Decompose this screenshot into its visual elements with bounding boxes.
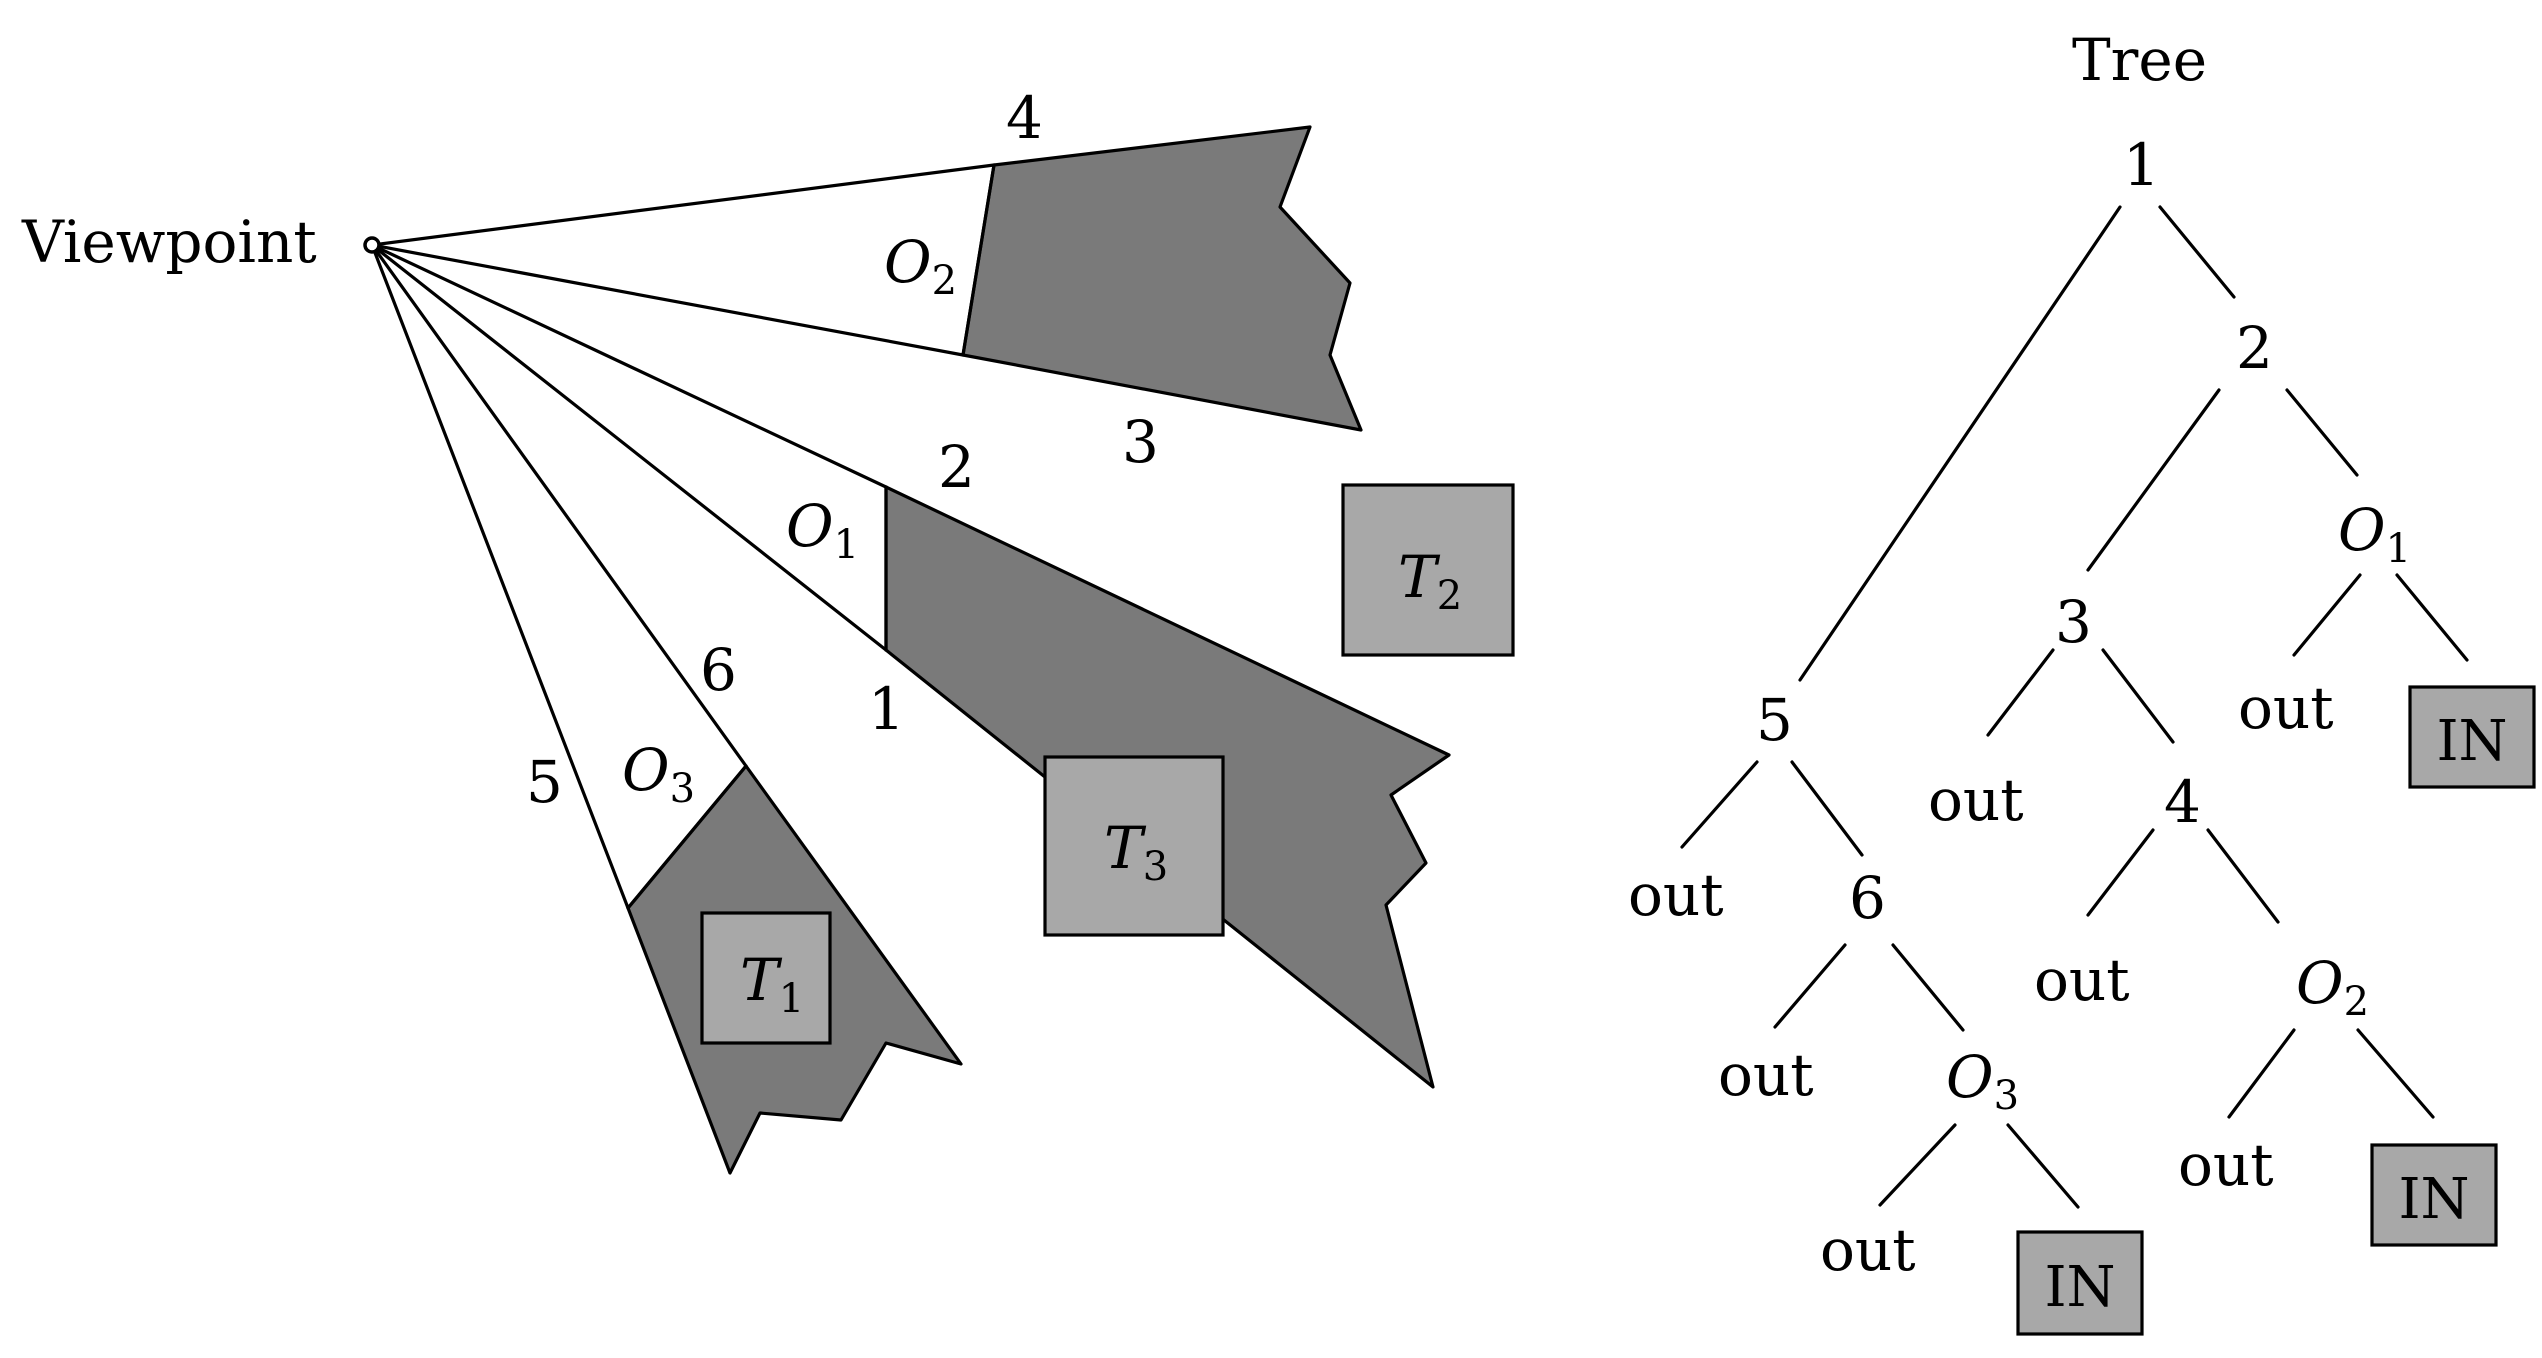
edge-o3-in	[2006, 1123, 2080, 1209]
tree-node-o2: O2	[2296, 949, 2369, 1025]
target-t2-box	[1341, 483, 1515, 657]
tree-node-o1: O1	[2338, 496, 2411, 572]
tree-leaf-in-box	[2016, 1230, 2144, 1336]
occluder-o3-edge	[626, 764, 748, 910]
tree-leaf-in: IN	[2398, 1167, 2469, 1232]
edge-6-o3	[1891, 943, 1965, 1032]
tree-leaf-in-box	[2370, 1143, 2498, 1247]
tree-leaf-in: IN	[2044, 1255, 2115, 1320]
scene: Viewpoint 4 3 2 1 6 5 O2 O1 O3 T2 T3 T1	[21, 84, 1515, 1175]
edge-4-o2	[2206, 828, 2280, 924]
plane-label-5: 5	[526, 748, 563, 816]
tree-leaf-out: out	[2034, 946, 2130, 1014]
shadow-volume-o2	[961, 125, 1363, 432]
edge-3-4	[2101, 648, 2175, 744]
ray-6	[370, 243, 748, 768]
occluder-o1-label: O1	[786, 492, 859, 568]
tree: Tree 1 2 3 5 4 6	[1628, 26, 2536, 1336]
edge-6-out	[1773, 943, 1847, 1029]
tree-node-6: 6	[1849, 864, 1886, 932]
tree-leaf-out: out	[1928, 766, 2024, 834]
edge-5-6	[1790, 760, 1864, 857]
target-t3-label: T3	[1104, 814, 1168, 890]
tree-node-3: 3	[2055, 588, 2092, 656]
target-t2-label: T2	[1398, 543, 1462, 619]
plane-label-2: 2	[938, 433, 975, 501]
tree-leaf-out: out	[1718, 1041, 1814, 1109]
edge-5-out	[1680, 760, 1759, 849]
tree-node-5: 5	[1756, 686, 1793, 754]
target-t1-label: T1	[740, 946, 804, 1022]
occluder-o3-label: O3	[622, 736, 695, 812]
edge-1-2	[2158, 205, 2236, 299]
tree-leaf-out: out	[1820, 1216, 1916, 1284]
ray-2	[370, 243, 888, 489]
edge-2-o1	[2285, 388, 2359, 477]
tree-node-1: 1	[2123, 131, 2160, 199]
plane-label-1: 1	[868, 675, 905, 743]
occluder-o2-edge	[961, 163, 996, 357]
tree-leaf-out: out	[2178, 1131, 2274, 1199]
viewpoint-marker	[363, 236, 381, 254]
ray-3	[370, 243, 965, 357]
edge-1-5	[1798, 205, 2122, 682]
tree-node-o3: O3	[1946, 1043, 2019, 1119]
tree-node-2: 2	[2236, 314, 2273, 382]
occluder-o2-label: O2	[884, 228, 957, 304]
plane-rays	[370, 163, 996, 910]
edge-o2-out	[2227, 1028, 2296, 1119]
edge-o3-out	[1878, 1123, 1957, 1207]
edge-2-3	[2086, 388, 2221, 572]
edge-o2-in	[2356, 1028, 2435, 1119]
tree-edges	[1680, 205, 2469, 1209]
tree-leaf-out: out	[2238, 674, 2334, 742]
edge-o1-out	[2292, 573, 2362, 657]
plane-label-4: 4	[1006, 84, 1043, 152]
tree-title: Tree	[2072, 26, 2207, 94]
tree-node-4: 4	[2164, 768, 2201, 836]
viewpoint-label: Viewpoint	[21, 208, 317, 276]
ray-4	[370, 163, 996, 247]
target-t1-box	[700, 911, 832, 1045]
edge-4-out	[2086, 828, 2155, 917]
ray-5	[370, 243, 630, 910]
target-t3-box	[1043, 755, 1225, 937]
ray-1	[370, 243, 888, 652]
tree-leaf-out: out	[1628, 861, 1724, 929]
plane-label-6: 6	[700, 636, 737, 704]
tree-leaf-in-box	[2408, 685, 2536, 789]
edge-3-out	[1986, 648, 2055, 737]
edge-o1-in	[2395, 573, 2469, 662]
plane-label-3: 3	[1122, 408, 1159, 476]
tree-leaf-in: IN	[2436, 709, 2507, 774]
